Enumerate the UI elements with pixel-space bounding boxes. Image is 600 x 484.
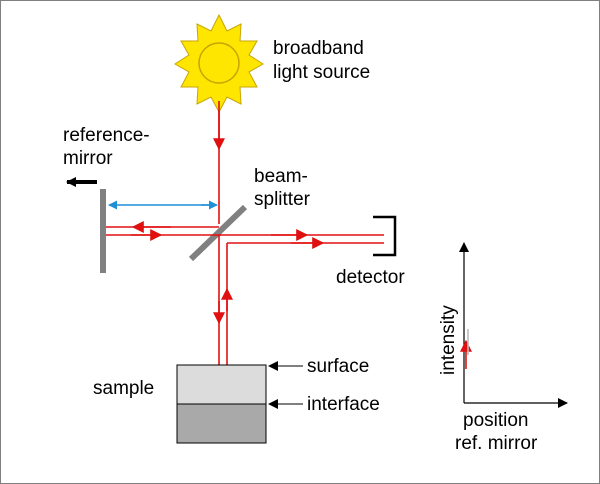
light-source-label-2: light source [273, 62, 371, 83]
detector-arm-beams [219, 229, 384, 249]
intensity-peaks [460, 329, 472, 369]
beamsplitter [188, 204, 248, 262]
interface-label: interface [307, 394, 380, 415]
detector [373, 215, 397, 257]
intensity-plot-axes [459, 242, 568, 408]
surface-label: surface [307, 356, 370, 377]
reference-mirror-label-1: reference- [63, 125, 150, 146]
position-axis-label-1: position [463, 410, 529, 431]
beamsplitter-label-1: beam- [254, 166, 308, 187]
intensity-axis-label: intensity [438, 305, 459, 375]
light-source-label-1: broadband [273, 38, 364, 59]
reference-arm-beams [106, 221, 221, 241]
detector-label: detector [336, 267, 405, 288]
position-axis-label-2: ref. mirror [455, 433, 538, 454]
sample-label: sample [93, 378, 155, 399]
sun-icon [174, 13, 264, 114]
reference-mirror-label-2: mirror [63, 148, 113, 169]
sample-block [176, 364, 267, 444]
beamsplitter-label-2: splitter [254, 189, 310, 210]
